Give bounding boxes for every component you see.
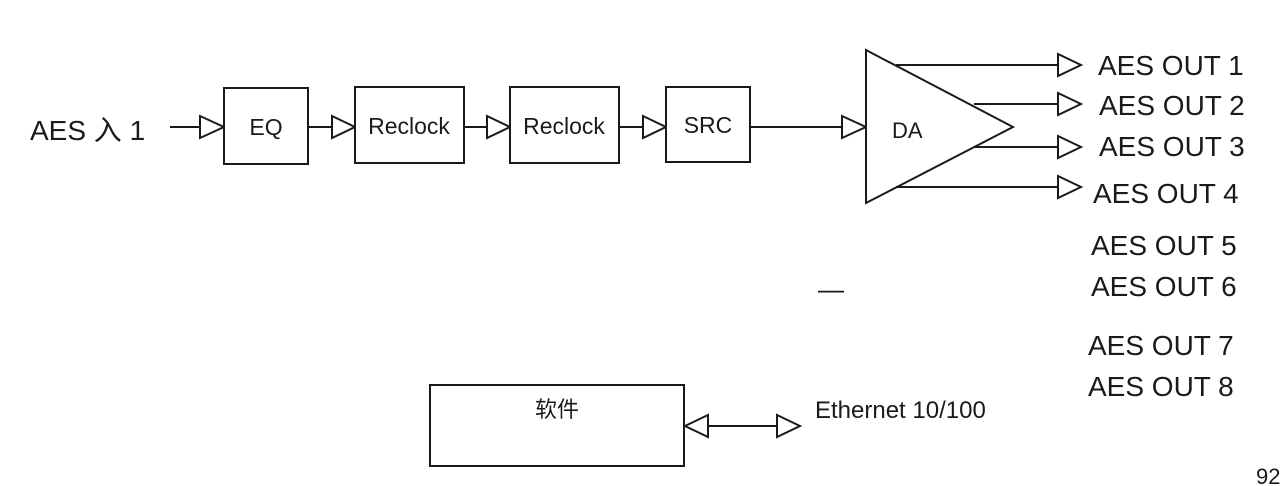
output-arrow-4 <box>896 174 1084 200</box>
stray-dash: — <box>818 274 844 304</box>
da-label: DA <box>892 118 923 143</box>
arrow-reclock-to-reclock <box>464 114 513 140</box>
eq-block: EQ <box>223 87 309 165</box>
output-label-3: AES OUT 3 <box>1099 131 1245 162</box>
output-arrow-3 <box>974 134 1084 160</box>
output-arrow-1 <box>896 52 1084 78</box>
reclock-label-2: Reclock <box>523 113 605 139</box>
output-label-1: AES OUT 1 <box>1098 50 1244 81</box>
arrow-eq-to-reclock <box>308 114 358 140</box>
src-label: SRC <box>684 112 733 138</box>
output-label-6: AES OUT 6 <box>1091 271 1237 302</box>
output-label-2: AES OUT 2 <box>1099 90 1245 121</box>
output-label-4: AES OUT 4 <box>1093 178 1239 209</box>
output-label-7: AES OUT 7 <box>1088 330 1234 361</box>
da-amplifier: DA <box>865 48 1016 205</box>
reclock-block-2: Reclock <box>509 86 620 164</box>
software-block: 软件 <box>429 384 685 467</box>
output-arrow-2 <box>974 91 1084 117</box>
arrow-input-to-eq <box>170 114 227 140</box>
arrow-src-to-da <box>750 114 869 140</box>
input-label: AES 入 1 <box>30 115 145 146</box>
reclock-block-1: Reclock <box>354 86 465 164</box>
page-number: 92 <box>1256 464 1280 486</box>
arrow-reclock-to-src <box>619 114 669 140</box>
src-block: SRC <box>665 86 751 163</box>
software-label: 软件 <box>535 397 579 422</box>
output-label-5: AES OUT 5 <box>1091 230 1237 261</box>
ethernet-bidirectional-arrow <box>682 413 803 439</box>
reclock-label-1: Reclock <box>368 113 450 139</box>
output-label-8: AES OUT 8 <box>1088 371 1234 402</box>
ethernet-label: Ethernet 10/100 <box>815 397 986 424</box>
eq-label: EQ <box>249 114 282 140</box>
